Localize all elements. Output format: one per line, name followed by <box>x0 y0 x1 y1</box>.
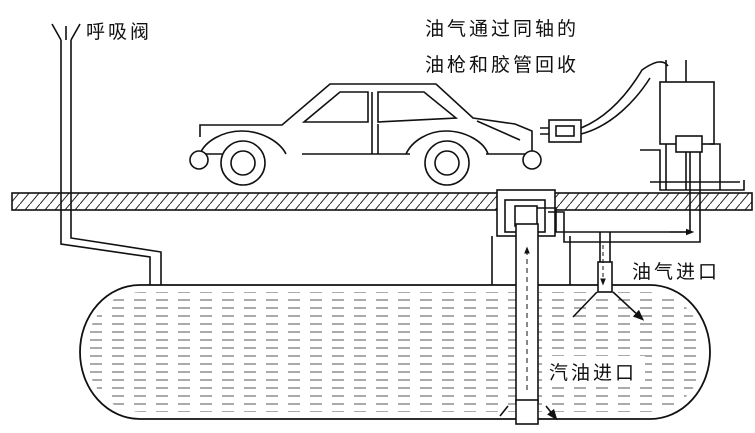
breather-vent-pipe <box>51 23 162 287</box>
vapor-return-line <box>537 148 701 317</box>
ground-slab <box>11 192 753 211</box>
vapor-inlet-label-bg <box>628 255 740 281</box>
fuel-dispenser <box>540 60 745 191</box>
storage-tank <box>79 284 711 420</box>
vapor-recovery-label-line2: 油枪和胶管回收 <box>425 54 580 76</box>
car <box>189 83 542 186</box>
gasoline-inlet-label: 汽油进口 <box>549 362 638 384</box>
vapor-recovery-label-line1: 油气通过同轴的 <box>425 18 580 40</box>
gasoline-inlet-label-bg <box>545 356 645 382</box>
breather-valve-label: 呼吸阀 <box>86 21 153 43</box>
gasoline-inlet-pipe <box>499 223 554 425</box>
vapor-inlet-label: 油气进口 <box>632 261 721 283</box>
